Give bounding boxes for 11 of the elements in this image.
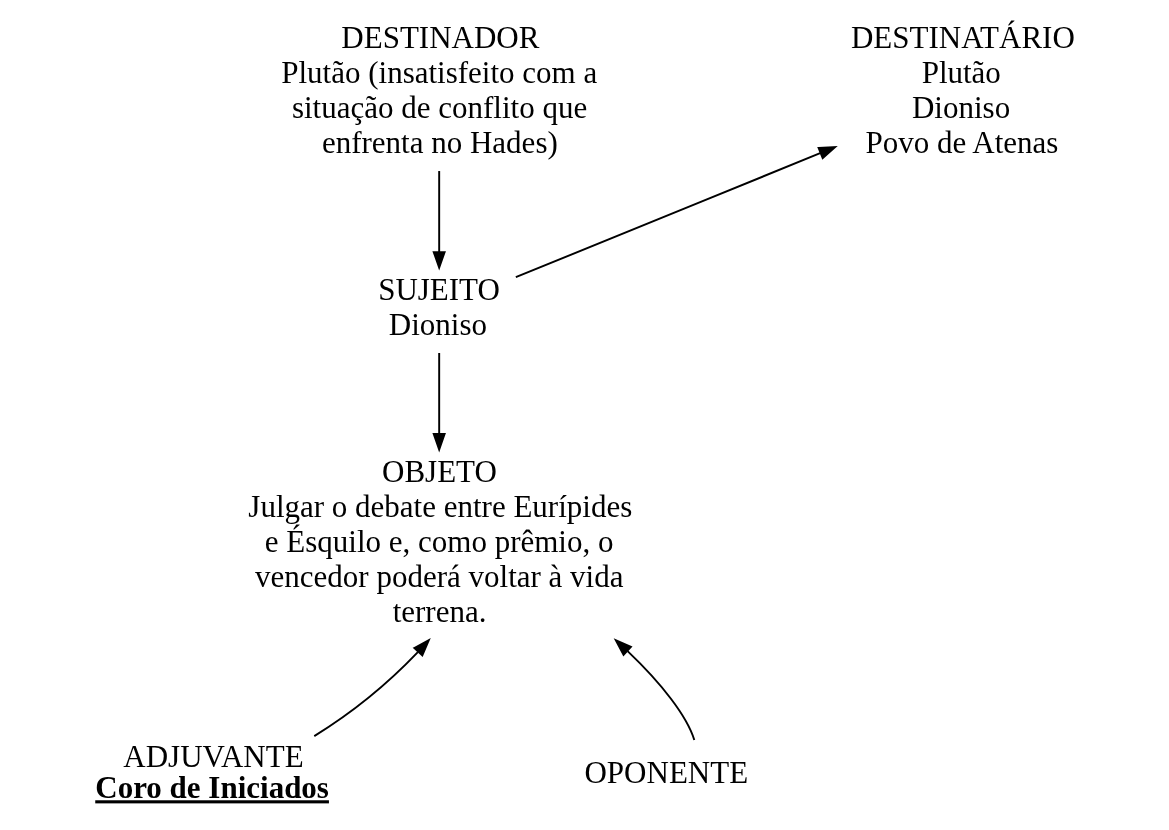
node-text: OBJETO Julgar o debate entre Eurípides e Ésquilo e, como prêmio, o vencedor poderá voltar à vida terrena. [248,454,633,629]
node-text: OPONENTE [584,754,749,790]
node-text: DESTINATÁRIO Plutão Dioniso Povo de Atenas [850,20,1075,161]
arrow [313,638,431,738]
arrow [432,170,446,271]
arrow [514,146,838,279]
node-text: ADJUVANTE Coro de Iniciados [95,739,329,806]
arrow [432,352,446,453]
node-text: SUJEITO Dioniso [378,272,500,343]
arrow [613,638,696,741]
node-text: DESTINADOR Plutão (insatisfeito com a situação de conflito que enfrenta no Hades) [281,20,598,161]
